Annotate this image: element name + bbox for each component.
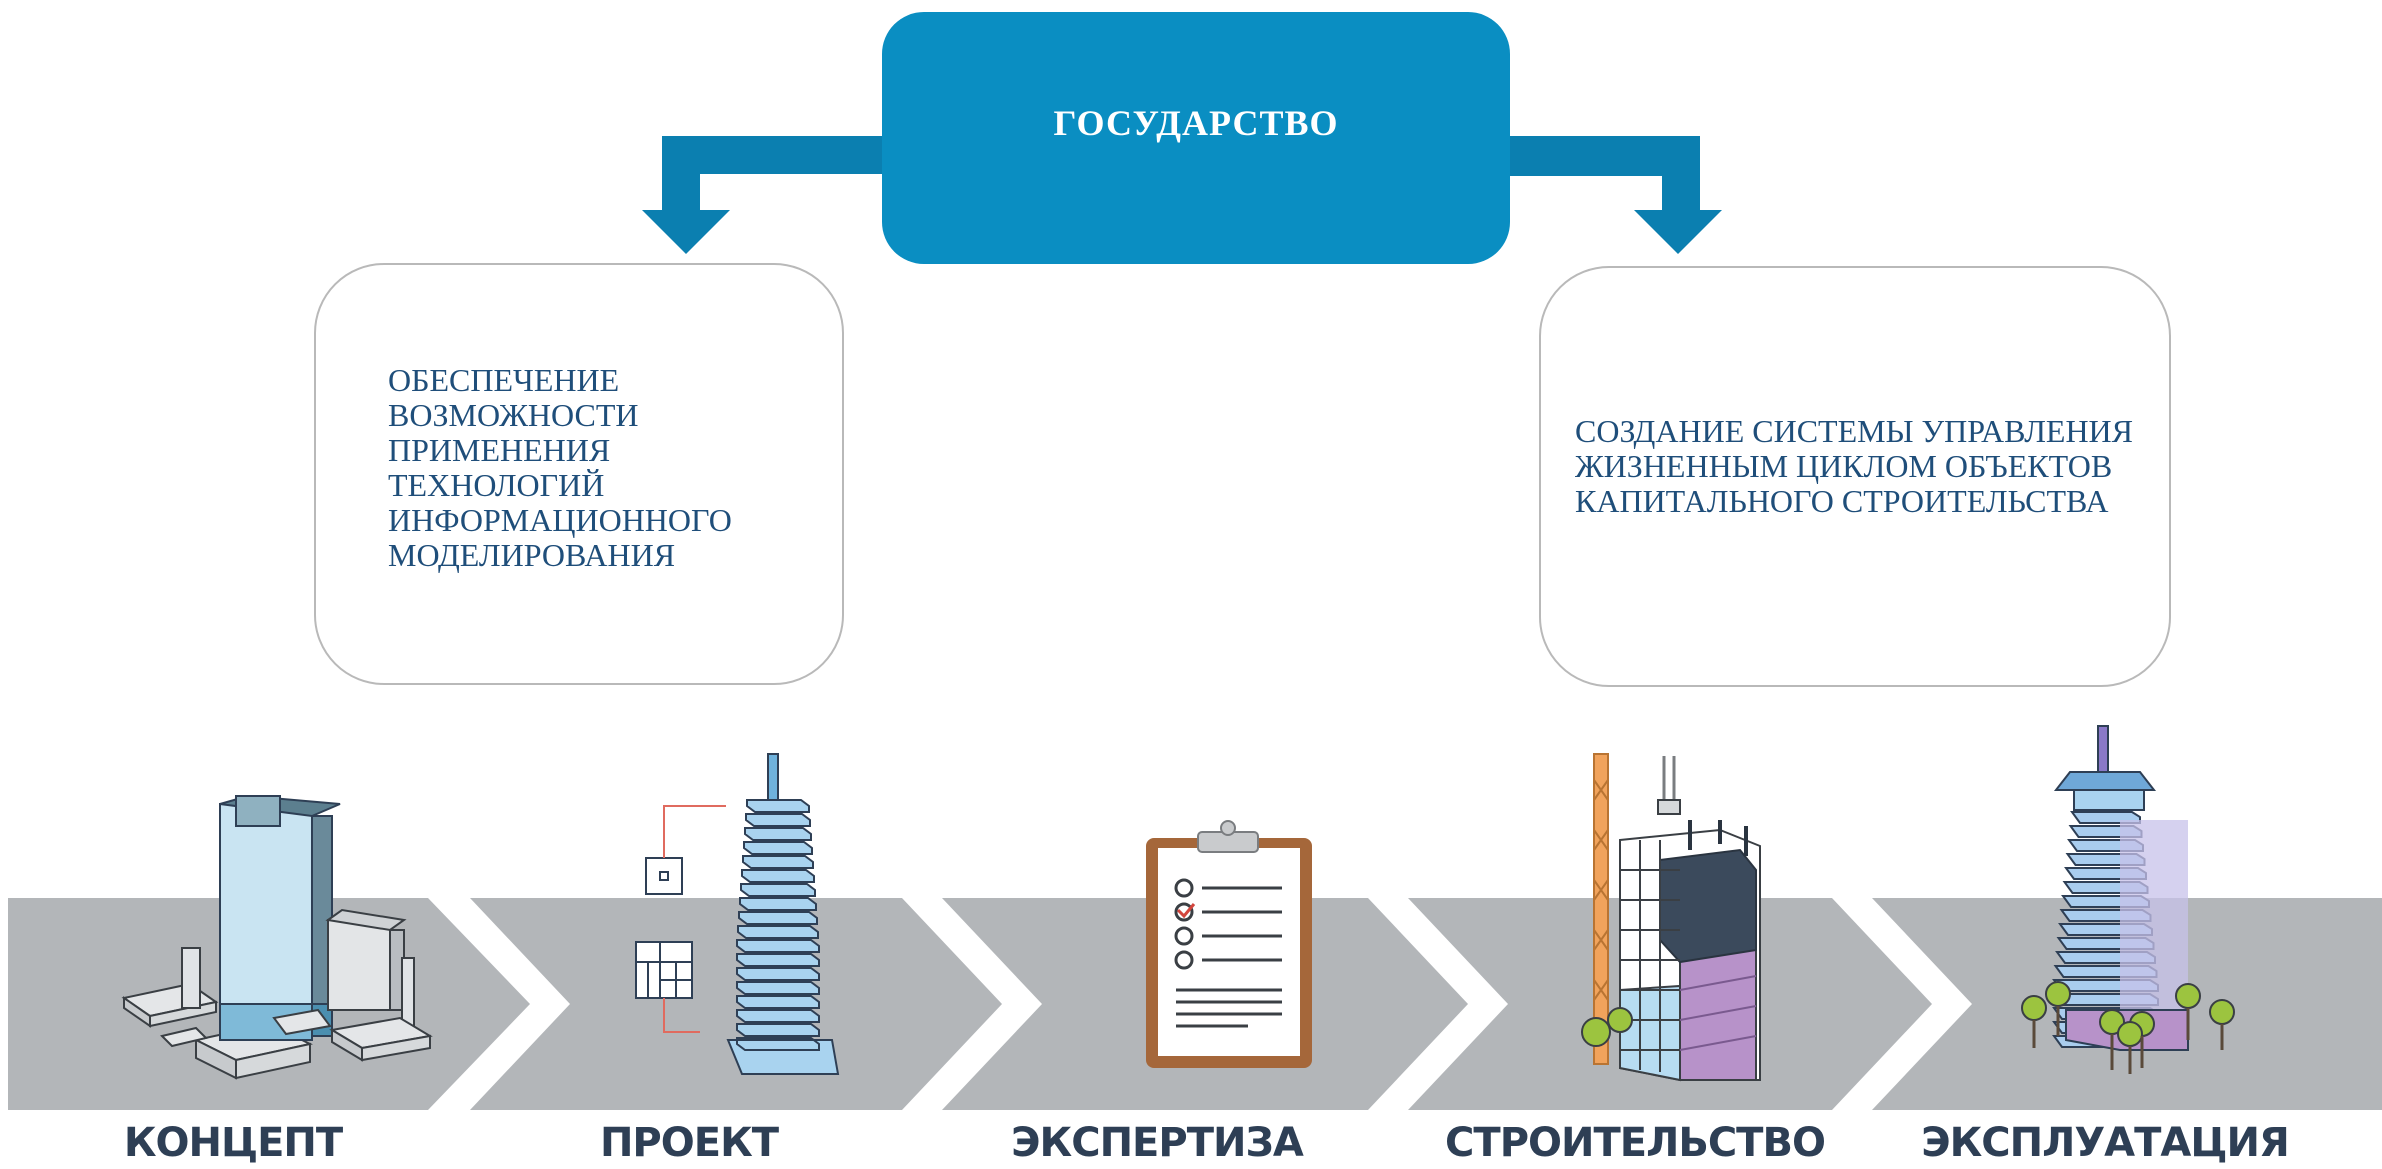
- goal-card-bim-text: ОБЕСПЕЧЕНИЕ ВОЗМОЖНОСТИ ПРИМЕНЕНИЯ ТЕХНО…: [388, 362, 732, 573]
- operating-tower-icon: [2021, 725, 2235, 1074]
- stage-label-expertise: ЭКСПЕРТИЗА: [1011, 1120, 1304, 1166]
- government-node: ГОСУДАРСТВО: [882, 12, 1510, 264]
- clipboard-checklist-icon: [1146, 820, 1312, 1068]
- arrow-to-left-goal: [642, 136, 882, 254]
- design-tower-icon: [635, 753, 840, 1075]
- construction-crane-icon: [1581, 753, 1761, 1082]
- goal-card-bim: ОБЕСПЕЧЕНИЕ ВОЗМОЖНОСТИ ПРИМЕНЕНИЯ ТЕХНО…: [314, 263, 844, 685]
- government-title: ГОСУДАРСТВО: [1053, 103, 1339, 143]
- stage-label-operation: ЭКСПЛУАТАЦИЯ: [1921, 1120, 2290, 1166]
- stage-label-construction: СТРОИТЕЛЬСТВО: [1445, 1120, 1826, 1166]
- stage-label-concept: КОНЦЕПТ: [123, 1120, 343, 1166]
- arrow-to-right-goal: [1510, 136, 1722, 254]
- goal-card-lifecycle: СОЗДАНИЕ СИСТЕМЫ УПРАВЛЕНИЯ ЖИЗНЕННЫМ ЦИ…: [1539, 266, 2171, 687]
- concept-buildings-icon: [121, 794, 433, 1080]
- stage-label-project: ПРОЕКТ: [599, 1120, 779, 1166]
- goal-card-lifecycle-text: СОЗДАНИЕ СИСТЕМЫ УПРАВЛЕНИЯ ЖИЗНЕННЫМ ЦИ…: [1575, 413, 2133, 519]
